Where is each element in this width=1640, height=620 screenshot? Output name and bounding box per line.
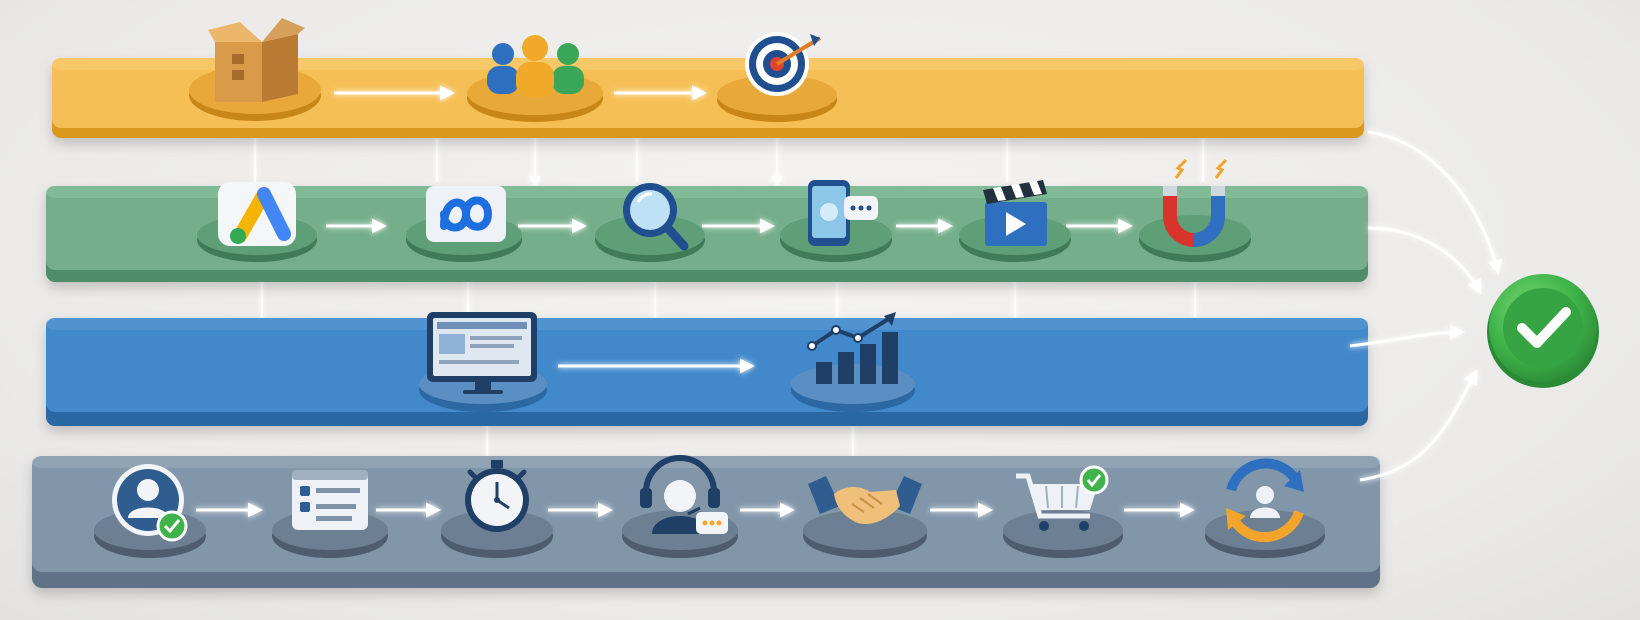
node-conversion-2: [791, 312, 915, 412]
node-channel-1: [197, 182, 317, 262]
node-sales-5: [803, 476, 927, 558]
node-sales-7: [1205, 458, 1325, 558]
smartphone-chat-icon: [808, 180, 878, 246]
goal-connectors: [1349, 130, 1503, 482]
tier-conversion: [46, 318, 1368, 426]
check-badge-icon: [1517, 307, 1571, 348]
tier-offer: [52, 58, 1364, 138]
shopping-cart-check-icon: [1016, 465, 1109, 531]
node-channel-5: [959, 180, 1071, 262]
customer-cycle-icon: [1226, 458, 1304, 543]
node-channel-3: [595, 183, 705, 262]
handshake-icon: [808, 476, 922, 525]
node-channel-4: [780, 180, 892, 262]
people-group-icon: [487, 35, 584, 98]
meta-logo-icon: [426, 186, 506, 242]
flow-arrows: [196, 85, 1195, 518]
cardboard-box-icon: [208, 18, 305, 102]
goal-node: [1487, 274, 1599, 388]
google-ads-logo-icon: [218, 182, 296, 246]
node-sales-6: [1003, 465, 1123, 558]
monitor-landing-page-icon: [427, 312, 537, 394]
node-channel-2: [406, 186, 522, 262]
magnifying-glass-icon: [623, 183, 689, 251]
node-sales-1: [94, 464, 206, 558]
node-offer-2: [467, 35, 603, 122]
node-sales-3: [441, 460, 553, 558]
magnet-icon: [1163, 158, 1228, 247]
node-sales-4: [622, 455, 738, 558]
node-sales-2: [272, 470, 388, 558]
node-conversion-1: [419, 312, 547, 412]
video-clapperboard-icon: [983, 180, 1047, 246]
growth-chart-icon: [807, 312, 898, 384]
target-arrow-icon: [745, 32, 822, 96]
node-offer-3: [717, 32, 837, 122]
form-card-icon: [292, 470, 368, 530]
verified-user-icon: [112, 464, 188, 542]
support-agent-icon: [640, 455, 728, 534]
stopwatch-icon: [465, 460, 529, 532]
node-offer-1: [189, 18, 321, 121]
node-channel-6: [1139, 158, 1251, 262]
